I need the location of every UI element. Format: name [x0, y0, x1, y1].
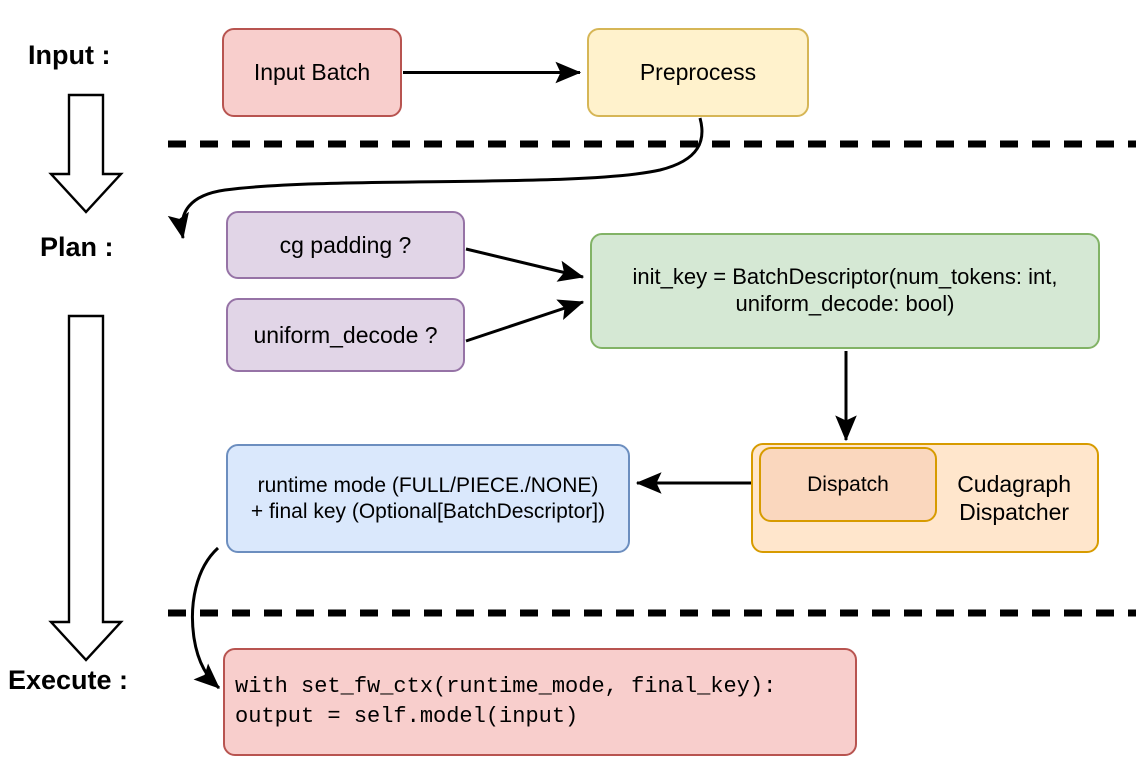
node-exec-code-label: with set_fw_ctx(runtime_mode, final_key)… [235, 674, 777, 729]
stage-label-plan: Plan : [40, 232, 114, 262]
node-preprocess-label: Preprocess [639, 59, 757, 86]
node-uniform-decode[interactable]: uniform_decode ? [226, 298, 465, 372]
node-cudagraph-dispatcher-label: Cudagraph Dispatcher [957, 470, 1071, 525]
node-uniform-decode-label: uniform_decode ? [253, 321, 438, 348]
edge-cg-padding-to-init-key [465, 247, 585, 282]
node-preprocess[interactable]: Preprocess [587, 28, 809, 117]
node-exec-code[interactable]: with set_fw_ctx(runtime_mode, final_key)… [223, 648, 857, 756]
node-input-batch-label: Input Batch [253, 59, 371, 86]
plan-to-execute-arrow [48, 314, 124, 662]
node-init-key-label: init_key = BatchDescriptor(num_tokens: i… [632, 264, 1058, 316]
stage-label-input: Input : [28, 40, 111, 70]
node-init-key[interactable]: init_key = BatchDescriptor(num_tokens: i… [590, 233, 1100, 349]
node-runtime-mode-label: runtime mode (FULL/PIECE./NONE) + final … [250, 473, 606, 523]
node-cg-padding[interactable]: cg padding ? [226, 211, 465, 279]
node-dispatch-label: Dispatch [807, 472, 889, 496]
edge-uniform-decode-to-init-key [465, 299, 585, 343]
node-input-batch[interactable]: Input Batch [222, 28, 402, 117]
node-runtime-mode[interactable]: runtime mode (FULL/PIECE./NONE) + final … [226, 444, 630, 553]
edge-runtime-mode-to-exec-code [190, 546, 221, 690]
node-cg-padding-label: cg padding ? [279, 231, 412, 258]
node-dispatch[interactable]: Dispatch [759, 447, 937, 522]
stage-label-execute: Execute : [8, 665, 129, 695]
input-to-plan-arrow [48, 93, 124, 214]
